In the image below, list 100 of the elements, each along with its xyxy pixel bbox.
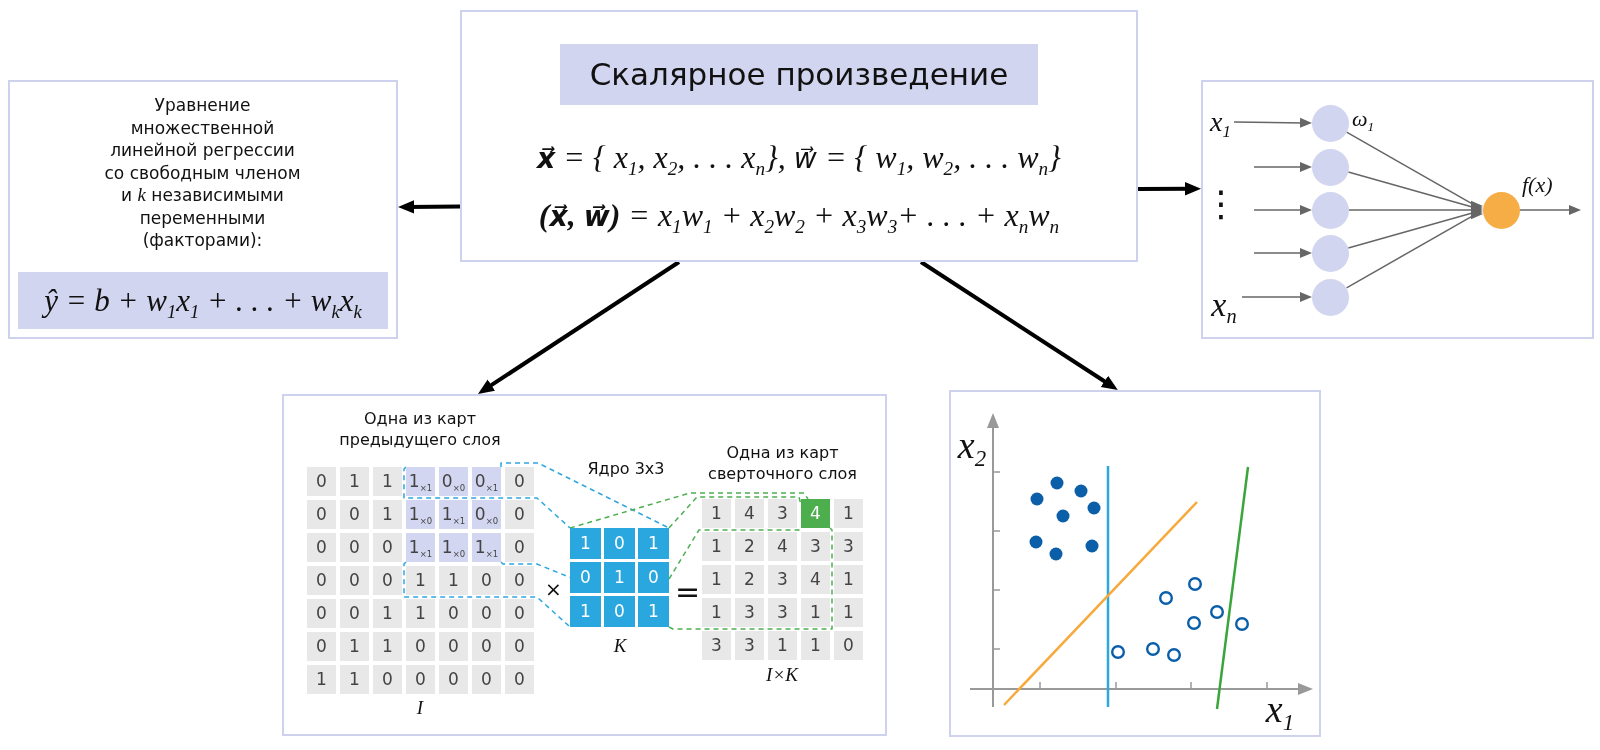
arrow — [477, 260, 681, 394]
formula: (x⃗, w⃗) = x$_{1}$w$_{1}$ + x$_{2}$w$_{2}$ + x$_{3}$w$_{3}$+ . . . + x$_{n}$w$_{n}$ — [537, 196, 1061, 235]
matrix-cell: 1$_{×0}$ — [406, 500, 435, 529]
matrix-cell: 4 — [801, 565, 830, 594]
neuron-circle — [1312, 148, 1349, 186]
edge-label: ω$_{1}$ — [1352, 106, 1375, 132]
matrix-cell: 0 — [340, 533, 369, 562]
matrix-cell: 0 — [307, 566, 336, 595]
matrix-cell: 1 — [702, 532, 731, 561]
kernel-cell: 0 — [604, 596, 635, 627]
matrix-cell: 1 — [702, 565, 731, 594]
matrix-cell: 0 — [472, 599, 501, 628]
matrix-cell: 0 — [340, 500, 369, 529]
kernel-cell: 1 — [570, 528, 601, 559]
projection-line — [569, 492, 809, 529]
matrix-cell: 0 — [472, 632, 501, 661]
matrix-cell: 1 — [439, 566, 468, 595]
panel — [949, 390, 1321, 737]
kernel-cell: 0 — [604, 528, 635, 559]
matrix-cell: 0 — [373, 566, 402, 595]
projection-line — [668, 527, 802, 580]
matrix-cell: 1 — [307, 665, 336, 694]
matrix-cell: 3 — [801, 532, 830, 561]
matrix-cell: 0 — [439, 632, 468, 661]
operator-sign: = — [675, 581, 697, 604]
matrix-cell: 3 — [768, 565, 797, 594]
matrix-cell: 1 — [801, 631, 830, 660]
matrix-cell: 0 — [340, 566, 369, 595]
matrix-cell: 0 — [505, 665, 534, 694]
kernel-cell: 1 — [638, 528, 669, 559]
matrix-cell: 1 — [834, 499, 863, 528]
matrix-cell: 1$_{×0}$ — [439, 533, 468, 562]
matrix-cell: 1 — [702, 598, 731, 627]
matrix-cell: 1 — [834, 565, 863, 594]
axis-label: x$_{1}$ — [1264, 688, 1296, 732]
formula: x⃗ = { x$_{1}$, x$_{2}$, . . . x$_{n}$}, w⃗ = { w$_{1}$, w$_{2}$, . . . w$_{n}$} — [535, 138, 1062, 177]
caption-text: Одна из карт сверточного слоя — [707, 443, 858, 485]
matrix-cell: 0 — [307, 599, 336, 628]
matrix-cell: 0 — [834, 631, 863, 660]
matrix-cell: 1$_{×1}$ — [472, 533, 501, 562]
projection-line — [500, 462, 670, 529]
caption-text: Ядро 3x3 — [586, 460, 666, 478]
matrix-cell: 3 — [735, 631, 764, 660]
matrix-cell: 0 — [340, 599, 369, 628]
kernel-cell: 1 — [570, 596, 601, 627]
matrix-cell: 0 — [505, 632, 534, 661]
matrix-cell: 1 — [340, 632, 369, 661]
matrix-cell: 3 — [702, 631, 731, 660]
panel — [8, 80, 398, 339]
matrix-cell: 3 — [735, 598, 764, 627]
matrix-cell: 0 — [505, 566, 534, 595]
caption-text: Одна из карт предыдущего слоя — [338, 409, 502, 451]
matrix-cell: 1$_{×1}$ — [406, 467, 435, 496]
projection-line — [500, 561, 571, 579]
output-neuron-circle — [1483, 191, 1520, 229]
math-label: I×K — [765, 664, 800, 686]
matrix-cell: 1 — [702, 499, 731, 528]
matrix-cell: 0 — [505, 467, 534, 496]
matrix-cell: 2 — [735, 565, 764, 594]
matrix-cell: 0 — [439, 665, 468, 694]
matrix-cell: 0 — [307, 632, 336, 661]
matrix-cell: 0 — [406, 665, 435, 694]
matrix-cell: 1 — [768, 631, 797, 660]
matrix-cell: 1 — [373, 632, 402, 661]
matrix-cell: 0 — [307, 467, 336, 496]
matrix-cell: 1 — [406, 566, 435, 595]
matrix-cell: 1 — [340, 665, 369, 694]
kernel-cell: 0 — [570, 562, 601, 593]
projection-line — [403, 561, 571, 628]
matrix-cell: 1 — [834, 598, 863, 627]
math-label: I — [415, 697, 425, 719]
matrix-cell: 0 — [472, 566, 501, 595]
projection-line — [403, 466, 571, 529]
matrix-cell: 1 — [373, 467, 402, 496]
matrix-cell: 3 — [768, 499, 797, 528]
kernel-cell: 1 — [638, 596, 669, 627]
matrix-cell: 4 — [735, 499, 764, 528]
kernel-cell: 0 — [638, 562, 669, 593]
vertical-ellipsis: ⋮ — [1203, 186, 1232, 222]
math-label: K — [612, 635, 628, 657]
panel — [282, 394, 887, 736]
input-arrow — [1253, 247, 1312, 259]
matrix-cell: 2 — [735, 532, 764, 561]
arrow — [1138, 182, 1201, 196]
matrix-cell: 1 — [406, 599, 435, 628]
matrix-cell: 0 — [439, 599, 468, 628]
matrix-cell: 3 — [834, 532, 863, 561]
matrix-cell: 1$_{×1}$ — [439, 500, 468, 529]
title-banner: Скалярное произведение — [560, 44, 1038, 105]
matrix-cell: 1$_{×1}$ — [406, 533, 435, 562]
kernel-cell: 1 — [604, 562, 635, 593]
matrix-cell: 4 — [768, 532, 797, 561]
axis-label: x$_{2}$ — [956, 424, 988, 468]
panel — [1201, 80, 1594, 339]
matrix-cell: 0 — [406, 632, 435, 661]
matrix-cell: 0 — [307, 500, 336, 529]
operator-sign: × — [545, 579, 561, 599]
neuron-circle — [1312, 104, 1349, 142]
input-arrow — [1233, 117, 1312, 128]
arrow — [919, 260, 1118, 391]
